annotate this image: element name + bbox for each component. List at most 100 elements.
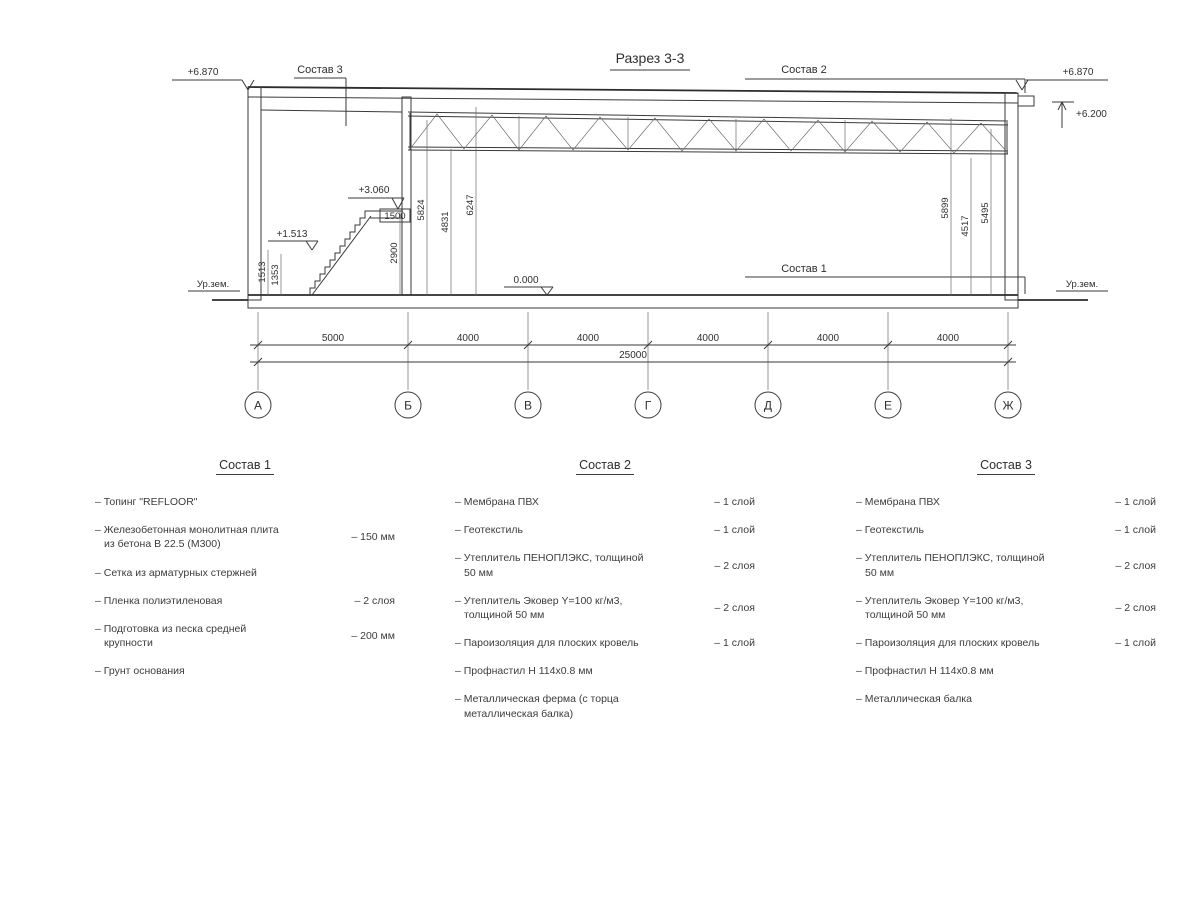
list-item: – Профнастил Н 114х0.8 мм — [455, 664, 755, 678]
list-item: – Мембрана ПВХ – 1 слой — [455, 495, 755, 509]
ground-level-label-right: Ур.зем. — [1066, 279, 1098, 290]
ground-level-label-left: Ур.зем. — [197, 279, 229, 290]
material-text: – Утеплитель Эковер Y=100 кг/м3, толщино… — [856, 594, 1024, 621]
material-qty: – 2 слоя — [1115, 601, 1156, 614]
axis-a: А — [254, 399, 262, 413]
elevation-top-left: +6.870 — [188, 67, 219, 78]
dim-segment-2: 4000 — [457, 333, 480, 344]
material-qty: – 1 слой — [1115, 524, 1156, 537]
material-text: – Пароизоляция для плоских кровель — [455, 637, 639, 650]
list-item: – Утеплитель ПЕНОПЛЭКС, толщиной 50 мм –… — [856, 551, 1156, 579]
dim-v-4517: 4517 — [960, 215, 971, 236]
composition-list-1: Состав 1 – Топинг "REFLOOR" – Железобето… — [95, 456, 395, 692]
dim-segment-6: 4000 — [937, 333, 960, 344]
dim-v-6247: 6247 — [465, 194, 476, 215]
dimension-chain: 5000 4000 4000 4000 4000 4000 25000 — [250, 312, 1016, 390]
material-qty: – 2 слоя — [1115, 559, 1156, 572]
dim-total: 25000 — [619, 350, 647, 361]
list-item: – Сетка из арматурных стержней — [95, 566, 395, 580]
list-item: – Топинг "REFLOOR" — [95, 495, 395, 509]
material-text: – Грунт основания — [95, 665, 185, 678]
dim-segment-3: 4000 — [577, 333, 600, 344]
axis-zh: Ж — [1002, 399, 1013, 413]
material-text: – Геотекстиль — [856, 524, 924, 537]
material-qty: – 1 слой — [1115, 496, 1156, 509]
staircase: 1500 — [309, 208, 411, 296]
leader-label-sostav1: Состав 1 — [781, 263, 827, 275]
list-item: – Геотекстиль – 1 слой — [455, 523, 755, 537]
dim-v-5495: 5495 — [980, 202, 991, 223]
material-qty: – 200 мм — [351, 630, 395, 643]
list-item: – Пароизоляция для плоских кровель – 1 с… — [856, 636, 1156, 650]
material-qty: – 2 слоя — [714, 601, 755, 614]
axis-v: В — [524, 399, 532, 413]
axis-d: Д — [764, 399, 772, 413]
material-qty: – 2 слоя — [354, 594, 395, 607]
list-item: – Утеплитель Эковер Y=100 кг/м3, толщино… — [856, 594, 1156, 622]
material-text: – Геотекстиль — [455, 524, 523, 537]
material-text: – Пленка полиэтиленовая — [95, 594, 223, 607]
composition-leaders: Состав 3 Состав 2 Состав 1 — [294, 64, 1026, 294]
elevation-mezzanine: +3.060 — [359, 185, 390, 196]
material-qty: – 150 мм — [351, 531, 395, 544]
material-qty: – 1 слой — [1115, 637, 1156, 650]
list-item: – Пленка полиэтиленовая – 2 слоя — [95, 594, 395, 608]
list-item: – Металлическая ферма (с торца металличе… — [455, 692, 755, 720]
composition-list-3: Состав 3 – Мембрана ПВХ – 1 слой – Геоте… — [856, 456, 1156, 721]
list-item: – Подготовка из песка средней крупности … — [95, 622, 395, 650]
material-text: – Профнастил Н 114х0.8 мм — [856, 665, 994, 678]
axis-bubbles: А Б В Г Д Е Ж — [244, 391, 1022, 419]
material-text: – Топинг "REFLOOR" — [95, 496, 198, 508]
list-item: – Мембрана ПВХ – 1 слой — [856, 495, 1156, 509]
material-text: – Сетка из арматурных стержней — [95, 566, 257, 579]
list-item: – Утеплитель ПЕНОПЛЭКС, толщиной 50 мм –… — [455, 551, 755, 579]
material-text: – Металлическая ферма (с торца металличе… — [455, 693, 619, 720]
list-1-heading: Состав 1 — [95, 456, 395, 475]
elevation-stair: +1.513 — [277, 229, 308, 240]
dim-v-1513: 1513 — [257, 261, 268, 282]
axis-b: Б — [404, 399, 412, 413]
section-drawing: Разрез 3-3 — [172, 50, 1108, 419]
elevation-right-mid: +6.200 — [1076, 109, 1107, 120]
list-3-heading: Состав 3 — [856, 456, 1156, 475]
material-text: – Металлическая балка — [856, 693, 972, 706]
material-text: – Утеплитель ПЕНОПЛЭКС, толщиной 50 мм — [856, 552, 1045, 579]
list-1-heading-text: Состав 1 — [216, 458, 274, 475]
list-2-heading: Состав 2 — [455, 456, 755, 475]
material-text: – Железобетонная монолитная плита из бет… — [95, 524, 279, 551]
leader-label-sostav3: Состав 3 — [297, 64, 343, 76]
list-item: – Профнастил Н 114х0.8 мм — [856, 664, 1156, 678]
dim-segment-1: 5000 — [322, 333, 345, 344]
material-qty: – 1 слой — [714, 496, 755, 509]
vertical-dimensions: 1513 1353 2900 5824 4831 6247 5899 4517 … — [257, 107, 992, 295]
building-structure — [212, 86, 1088, 309]
material-text: – Подготовка из песка средней крупности — [95, 622, 247, 650]
list-item: – Железобетонная монолитная плита из бет… — [95, 523, 395, 551]
level-marks: +6.870 +6.870 +6.200 +3.060 +1.513 0.000 — [172, 67, 1108, 296]
dim-box-1500-frame — [379, 208, 411, 223]
dim-v-4831: 4831 — [440, 211, 451, 232]
steel-truss — [407, 111, 1009, 155]
material-qty: – 1 слой — [714, 637, 755, 650]
material-qty: – 2 слоя — [714, 559, 755, 572]
material-text: – Утеплитель ПЕНОПЛЭКС, толщиной 50 мм — [455, 552, 644, 579]
list-2-heading-text: Состав 2 — [576, 458, 634, 475]
material-qty: – 1 слой — [714, 524, 755, 537]
elevation-floor: 0.000 — [513, 275, 538, 286]
list-item: – Пароизоляция для плоских кровель – 1 с… — [455, 636, 755, 650]
list-item: – Утеплитель Эковер Y=100 кг/м3, толщино… — [455, 594, 755, 622]
section-title: Разрез 3-3 — [616, 50, 685, 66]
list-item: – Грунт основания — [95, 664, 395, 678]
dim-v-1353: 1353 — [270, 264, 281, 285]
axis-e: Е — [884, 399, 892, 413]
elevation-top-right: +6.870 — [1063, 67, 1094, 78]
axis-g: Г — [645, 399, 652, 413]
dim-v-5899: 5899 — [940, 197, 951, 218]
material-text: – Профнастил Н 114х0.8 мм — [455, 665, 593, 678]
material-text: – Пароизоляция для плоских кровель — [856, 637, 1040, 650]
list-item: – Геотекстиль – 1 слой — [856, 523, 1156, 537]
list-item: – Металлическая балка — [856, 692, 1156, 706]
dim-segment-5: 4000 — [817, 333, 840, 344]
dim-v-2900: 2900 — [389, 242, 400, 263]
